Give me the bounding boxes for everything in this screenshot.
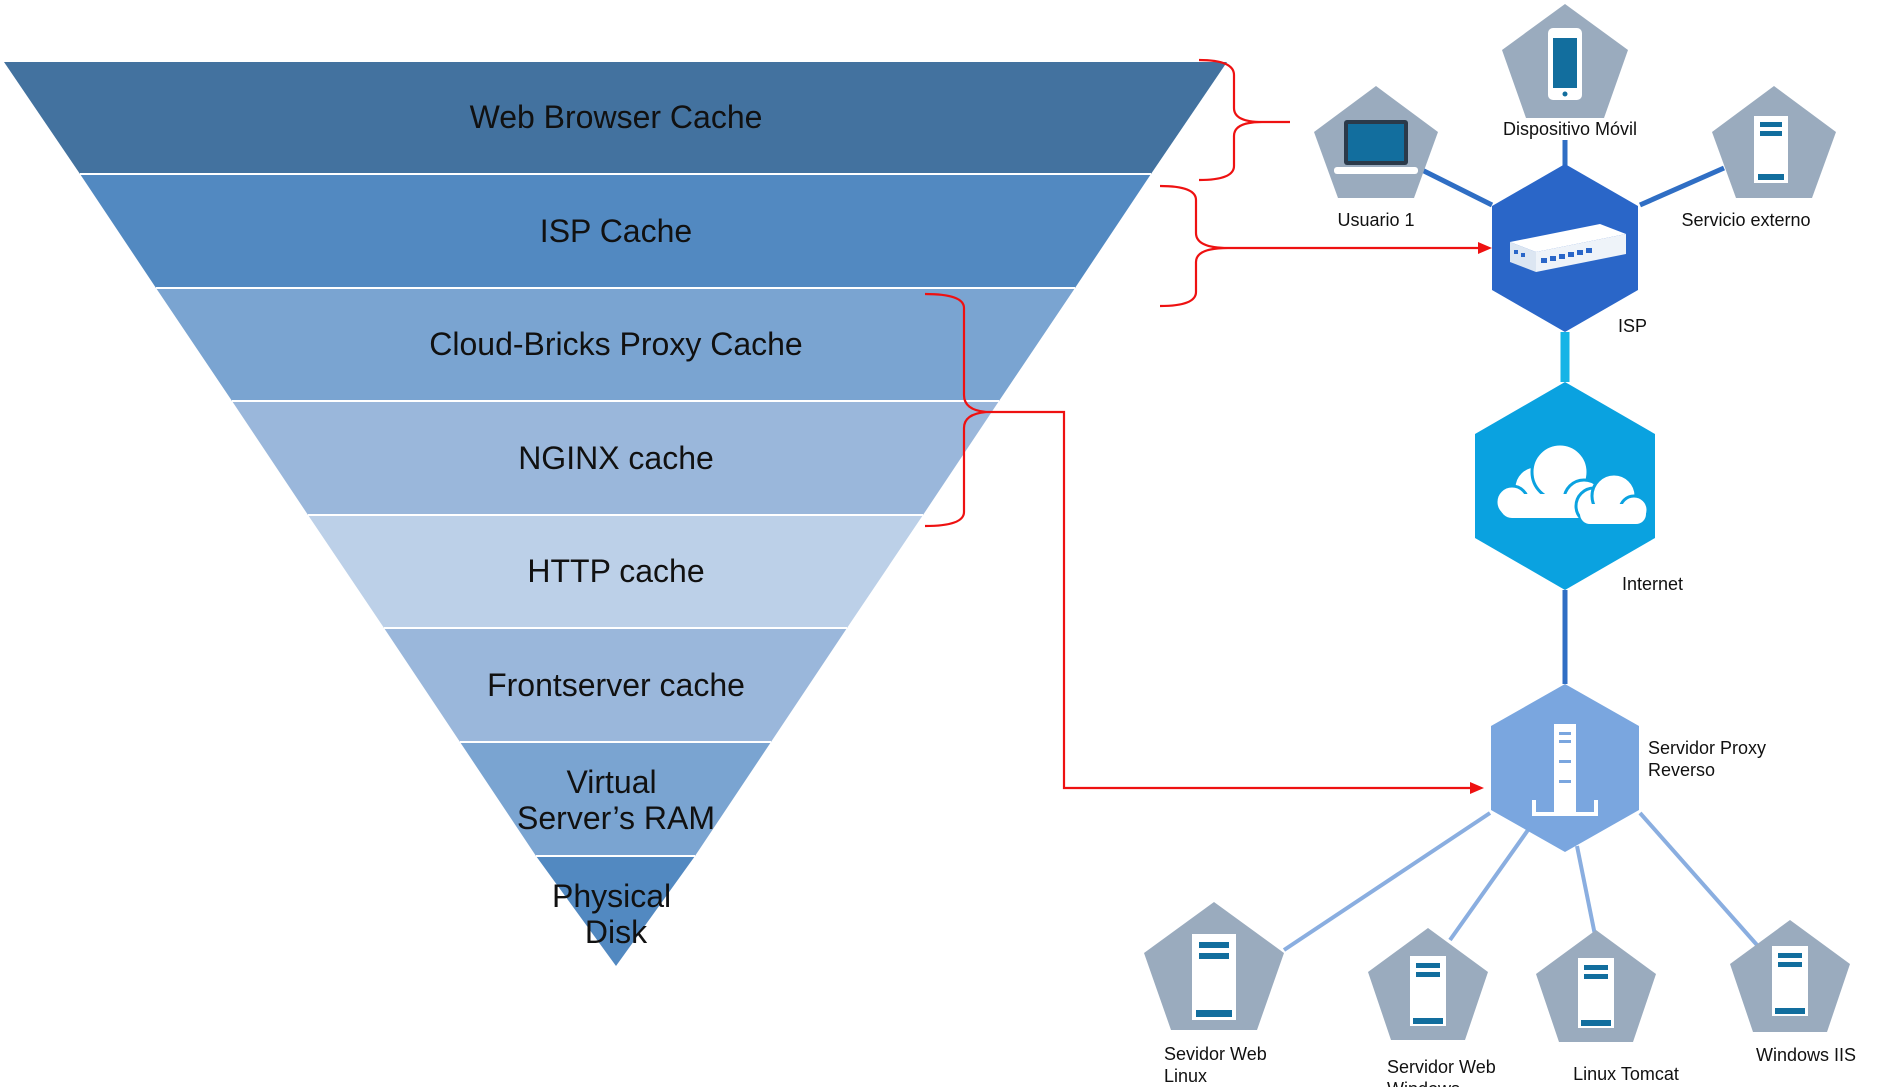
node-servicio-externo: Servicio externo <box>1681 86 1836 230</box>
arrowhead-reverse-proxy <box>1470 782 1484 794</box>
server-icon <box>1192 934 1236 1020</box>
node-usuario-1: Usuario 1 <box>1314 86 1438 230</box>
node-servidor-web-windows: Servidor Web Windows <box>1368 928 1501 1087</box>
pyramid-layer-physical-disk <box>536 856 695 966</box>
mobile-phone-icon <box>1548 28 1582 100</box>
label-servidor-web-windows: Servidor Web Windows <box>1387 1057 1501 1087</box>
label-linux-tomcat: Linux Tomcat <box>1573 1064 1679 1084</box>
server-icon <box>1754 116 1788 183</box>
network-links <box>1282 140 1759 952</box>
label-usuario-1: Usuario 1 <box>1337 210 1414 230</box>
cloud-icon <box>1494 442 1650 526</box>
node-servidor-proxy-reverso: Servidor Proxy Reverso <box>1491 684 1771 852</box>
label-dispositivo-movil: Dispositivo Móvil <box>1503 119 1637 139</box>
label-windows-iis: Windows IIS <box>1756 1045 1856 1065</box>
node-linux-tomcat: Linux Tomcat <box>1536 930 1679 1084</box>
link-proxy-tomcat <box>1575 845 1598 941</box>
node-sevidor-web-linux: Sevidor Web Linux <box>1144 902 1284 1086</box>
label-isp: ISP <box>1618 316 1647 336</box>
pyramid-layer-http-cache <box>308 515 923 628</box>
node-dispositivo-movil: Dispositivo Móvil <box>1502 4 1637 139</box>
link-proxy-windows <box>1448 828 1530 942</box>
layer-label-virtual-server-ram: Virtual Server’s RAM <box>517 764 715 836</box>
bracket-isp-cache <box>1159 184 1229 308</box>
label-servidor-proxy-reverso: Servidor Proxy Reverso <box>1648 738 1771 780</box>
pyramid-layer-isp-cache <box>80 174 1151 288</box>
cache-hierarchy-pyramid: Web Browser Cache ISP Cache Cloud-Bricks… <box>4 62 1227 966</box>
layer-label-nginx-cache: NGINX cache <box>518 440 714 476</box>
arrowhead-isp <box>1478 242 1492 254</box>
link-proxy-iis <box>1638 811 1759 947</box>
pyramid-layer-dividers <box>80 173 1151 857</box>
pyramid-layer-virtual-server-ram <box>460 742 771 856</box>
router-icon <box>1510 224 1626 272</box>
server-icon <box>1578 958 1614 1028</box>
label-sevidor-web-linux: Sevidor Web Linux <box>1164 1044 1272 1086</box>
layer-label-frontserver-cache: Frontserver cache <box>487 667 745 703</box>
network-nodes: Dispositivo Móvil Usuario 1 Servicio ext… <box>1144 4 1856 1087</box>
layer-label-web-browser-cache: Web Browser Cache <box>470 99 763 135</box>
pyramid-layer-cloud-bricks-proxy-cache <box>156 288 1075 401</box>
link-usuario-isp <box>1416 165 1494 208</box>
node-isp: ISP <box>1492 164 1647 336</box>
bracket-web-browser-cache <box>1198 58 1290 182</box>
server-icon <box>1410 956 1446 1026</box>
pyramid-layer-web-browser-cache <box>4 62 1227 174</box>
server-tower-icon <box>1532 724 1598 816</box>
link-externo-isp <box>1638 165 1726 208</box>
link-proxy-linux <box>1282 811 1492 952</box>
laptop-icon <box>1334 120 1418 174</box>
label-servicio-externo: Servicio externo <box>1681 210 1810 230</box>
layer-label-physical-disk: Physical Disk <box>552 878 680 950</box>
layer-label-isp-cache: ISP Cache <box>540 213 692 249</box>
server-icon <box>1772 946 1808 1016</box>
node-windows-iis: Windows IIS <box>1730 920 1856 1065</box>
node-internet: Internet <box>1475 382 1683 594</box>
cache-mapping-brackets <box>924 58 1492 794</box>
layer-label-cloud-bricks-proxy-cache: Cloud-Bricks Proxy Cache <box>429 326 802 362</box>
label-internet: Internet <box>1622 574 1683 594</box>
pyramid-layer-frontserver-cache <box>384 628 847 742</box>
arrow-line-proxy-cache-to-reverse-proxy <box>986 410 1470 790</box>
pyramid-layer-nginx-cache <box>232 401 999 515</box>
layer-label-http-cache: HTTP cache <box>527 553 704 589</box>
